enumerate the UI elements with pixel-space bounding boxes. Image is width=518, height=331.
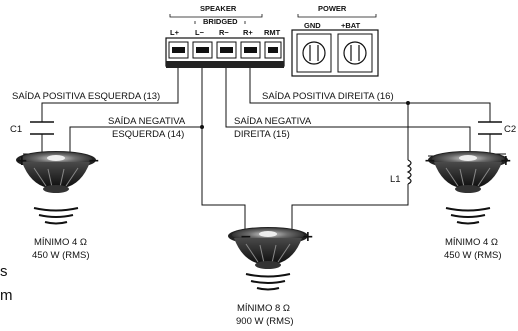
- svg-text:+: +: [500, 153, 512, 169]
- terminal-slot-l-minus: [192, 41, 213, 59]
- power-terminal-block: POWER GND +BAT: [291, 4, 379, 77]
- wire-right-negative: [225, 68, 471, 157]
- terminal-slot-rmt: [264, 41, 282, 59]
- svg-text:−: −: [88, 153, 100, 169]
- label-right-negative-2: DIREITA (15): [234, 129, 290, 140]
- capacitor-c2-label: C2: [504, 124, 516, 135]
- speaker-terminal-block: SPEAKER BRIDGED L+ L− R− R+ RMT: [165, 4, 285, 68]
- svg-text:−: −: [424, 153, 436, 169]
- wire-right-positive: [249, 68, 491, 122]
- label-right-positive: SAÍDA POSITIVA DIREITA (16): [262, 91, 394, 102]
- speaker-header: SPEAKER: [200, 4, 237, 13]
- terminal-label-rmt: RMT: [264, 28, 281, 37]
- terminal-label-r-plus: R+: [243, 28, 253, 37]
- wiring: [23, 68, 506, 238]
- speaker-center-min: MÍNIMO 8 Ω: [237, 303, 290, 314]
- terminal-label-r-minus: R−: [219, 28, 229, 37]
- capacitor-c1: [30, 121, 54, 135]
- speaker-left-min: MÍNIMO 4 Ω: [34, 237, 87, 248]
- speaker-left: + − MÍNIMO 4 Ω 450 W (RMS): [15, 150, 100, 261]
- power-header: POWER: [318, 4, 347, 13]
- label-left-positive: SAÍDA POSITIVA ESQUERDA (13): [12, 91, 160, 102]
- svg-text:−: −: [240, 229, 252, 245]
- speaker-left-power: 450 W (RMS): [32, 250, 90, 261]
- label-left-negative-2: ESQUERDA (14): [112, 129, 184, 140]
- wire-left-negative: [69, 68, 203, 161]
- terminal-slot-r-minus: [216, 41, 237, 59]
- terminal-label-l-plus: L+: [170, 28, 180, 37]
- svg-text:+: +: [16, 153, 28, 169]
- power-label-gnd: GND: [304, 21, 321, 30]
- inductor-l1: [406, 159, 412, 185]
- sound-wave-icon: [245, 273, 291, 291]
- sound-wave-icon: [33, 207, 79, 225]
- speaker-cone-icon: [427, 150, 509, 194]
- capacitor-c1-label: C1: [10, 124, 22, 135]
- label-right-negative-1: SAÍDA NEGATIVA: [234, 116, 312, 127]
- speaker-right-power: 450 W (RMS): [444, 250, 502, 261]
- speaker-cone-icon: [15, 150, 97, 194]
- wire-center-negative: [201, 127, 246, 238]
- screw-terminal-icon: [302, 41, 326, 65]
- wire-left-positive: [41, 68, 179, 122]
- wire-left-positive-lower: [23, 134, 43, 155]
- junction-right: [406, 101, 410, 105]
- edge-text-1: s: [0, 263, 8, 280]
- edge-text-2: m: [0, 287, 13, 304]
- sound-wave-icon: [445, 207, 491, 225]
- speaker-center-power: 900 W (RMS): [236, 316, 294, 327]
- screw-terminal-icon: [343, 41, 367, 65]
- capacitor-c2: [478, 121, 502, 135]
- terminal-slot-r-plus: [240, 41, 261, 59]
- bridged-header: BRIDGED: [203, 17, 238, 26]
- terminal-slot-l-plus: [168, 41, 189, 59]
- terminal-label-l-minus: L−: [195, 28, 205, 37]
- svg-text:+: +: [302, 229, 314, 245]
- speaker-right: − + MÍNIMO 4 Ω 450 W (RMS): [424, 150, 512, 261]
- label-left-negative-1: SAÍDA NEGATIVA: [108, 116, 186, 127]
- power-label-bat: +BAT: [341, 21, 361, 30]
- speaker-center: − + MÍNIMO 8 Ω 900 W (RMS): [227, 226, 314, 327]
- inductor-l1-label: L1: [390, 174, 401, 185]
- speaker-right-min: MÍNIMO 4 Ω: [445, 237, 498, 248]
- junction-left: [200, 125, 204, 129]
- wire-right-positive-lower: [489, 134, 506, 155]
- wire-inductor-out: [291, 184, 409, 238]
